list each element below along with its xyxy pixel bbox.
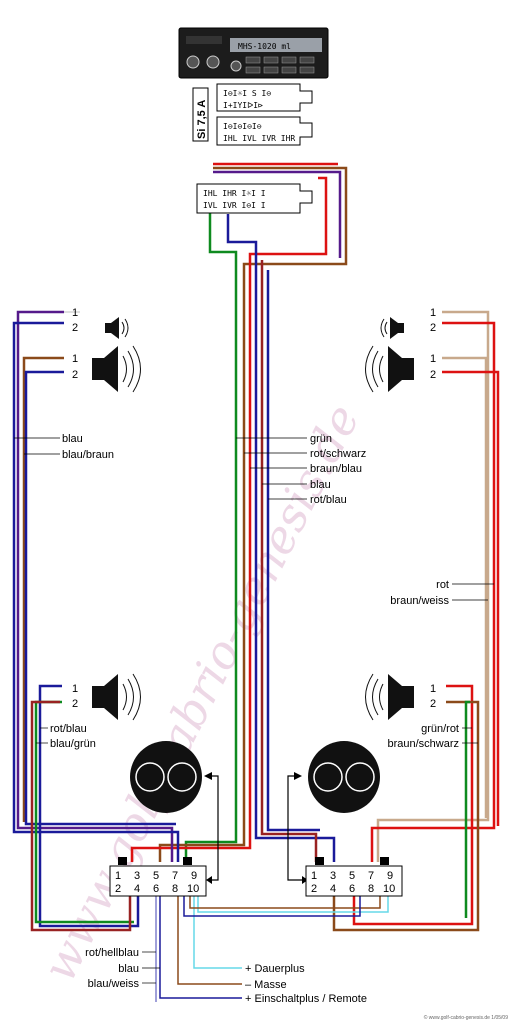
wire-label-rot-blau: rot/blau <box>310 494 347 506</box>
wire-label-rot-blau: rot/blau <box>50 723 87 735</box>
terminal-block-left: 1 3 5 7 9 2 4 6 8 10 <box>109 857 207 897</box>
pin-number: 2 <box>72 698 78 710</box>
arrow-right-top-icon <box>294 772 302 780</box>
iso-connector-power: I⊖I☼I S I⊖ I+IYIᐅI⊳ <box>216 83 313 112</box>
wire-label-masse: – Masse <box>245 979 287 991</box>
speaker-pin-labels: 1 2 1 2 1 2 1 2 1 2 1 2 <box>64 307 436 710</box>
wire-label-rot: rot <box>436 579 449 591</box>
iso-center-row1: IHL IHR I☼I I <box>203 189 266 198</box>
tuning-knob-icon <box>206 55 220 69</box>
terminal-left-pin: 9 <box>191 870 197 882</box>
subwoofer-arrows <box>210 775 302 881</box>
terminal-right-pin: 3 <box>330 870 336 882</box>
terminal-right-pin: 1 <box>311 870 317 882</box>
volume-knob-icon <box>186 55 200 69</box>
terminal-left-pin: 4 <box>134 883 140 895</box>
iso-power-row2: I+IYIᐅI⊳ <box>223 101 263 110</box>
terminal-left-pin: 7 <box>172 870 178 882</box>
speaker-right-front-woofer <box>365 345 414 393</box>
terminal-right-pin: 9 <box>387 870 393 882</box>
speaker-left-rear <box>92 673 141 721</box>
speaker-right-front-tweeter <box>380 317 404 339</box>
radio-unit: MHS-1020 ml <box>178 27 329 79</box>
label-leaders <box>14 437 494 984</box>
wire-label-blau: blau <box>310 479 331 491</box>
wire-label-braun-weiss: braun/weiss <box>390 595 449 607</box>
radio-display <box>230 38 322 52</box>
pin-number: 1 <box>430 683 436 695</box>
pin-number: 2 <box>430 369 436 381</box>
wire-label-rot-schwarz: rot/schwarz <box>310 448 366 460</box>
left-front-wires <box>12 310 180 932</box>
arrow-left-bottom-icon <box>206 876 212 884</box>
iso-speaker-row1: I⊖I⊖I⊖I⊖ <box>223 122 262 131</box>
credit-text: © www.golf-cabrio-genesis.de 1/05/09 <box>424 1014 509 1021</box>
wire-label-gruen: grün <box>310 433 332 445</box>
speaker-left-front-woofer <box>92 345 141 393</box>
wire-label-blau: blau <box>62 433 83 445</box>
terminal-right-pin: 2 <box>311 883 317 895</box>
wire-label-blau-weiss: blau/weiss <box>88 978 140 990</box>
wire-label-blau-gruen: blau/grün <box>50 738 96 750</box>
terminal-left-pin: 1 <box>115 870 121 882</box>
subwoofer-right <box>308 741 380 813</box>
terminal-left-pin: 10 <box>187 883 199 895</box>
wire-label-blau-braun: blau/braun <box>62 449 114 461</box>
knob-icon <box>230 60 242 72</box>
wire-label-dauerplus: + Dauerplus <box>245 963 305 975</box>
iso-speaker-row2: IHL IVL IVR IHR <box>223 134 295 143</box>
pin-number: 2 <box>72 322 78 334</box>
pin-number: 2 <box>430 322 436 334</box>
terminal-left-pin: 6 <box>153 883 159 895</box>
pin-number: 1 <box>72 307 78 319</box>
terminal-right-pin: 8 <box>368 883 374 895</box>
wire-label-braun-schwarz: braun/schwarz <box>387 738 459 750</box>
speaker-left-front-tweeter <box>105 317 129 339</box>
terminal-left-pin: 5 <box>153 870 159 882</box>
arrow-left-top-icon <box>204 772 212 780</box>
wire-label-rot-hellblau: rot/hellblau <box>85 947 139 959</box>
pin-number: 2 <box>430 698 436 710</box>
terminal-right-pin: 5 <box>349 870 355 882</box>
pin-number: 1 <box>430 307 436 319</box>
power-wires <box>155 888 389 1002</box>
pin-number: 2 <box>72 369 78 381</box>
terminal-right-pin: 4 <box>330 883 336 895</box>
arrow-right-bottom-icon <box>302 876 308 884</box>
terminal-left-pin: 2 <box>115 883 121 895</box>
iso-power-row1: I⊖I☼I S I⊖ <box>223 89 271 98</box>
wire-label-einschaltplus: + Einschaltplus / Remote <box>245 993 367 1005</box>
iso-connector-center: IHL IHR I☼I I IVL IVR I⊖I I <box>196 183 313 214</box>
wire-label-braun-blau: braun/blau <box>310 463 362 475</box>
pin-number: 1 <box>72 353 78 365</box>
right-front-wires <box>332 310 500 932</box>
wire-label-blau: blau <box>118 963 139 975</box>
terminal-left-pin: 8 <box>172 883 178 895</box>
center-harness <box>130 162 348 862</box>
terminal-right-pin: 10 <box>383 883 395 895</box>
radio-display-text: MHS-1020 ml <box>238 42 291 51</box>
iso-connector-speakers: I⊖I⊖I⊖I⊖ IHL IVL IVR IHR <box>216 116 313 146</box>
terminal-block-right: 1 3 5 7 9 2 4 6 8 10 <box>305 857 403 897</box>
pin-number: 1 <box>430 353 436 365</box>
terminal-right-pin: 7 <box>368 870 374 882</box>
fuse-label: Si 7,5 A <box>196 100 208 139</box>
terminal-left-pin: 3 <box>134 870 140 882</box>
pin-number: 1 <box>72 683 78 695</box>
wire-label-gruen-rot: grün/rot <box>421 723 459 735</box>
fuse-holder: Si 7,5 A <box>192 87 209 142</box>
iso-center-row2: IVL IVR I⊖I I <box>203 201 266 210</box>
terminal-right-pin: 6 <box>349 883 355 895</box>
speaker-right-rear <box>365 673 414 721</box>
subwoofer-left <box>130 741 202 813</box>
